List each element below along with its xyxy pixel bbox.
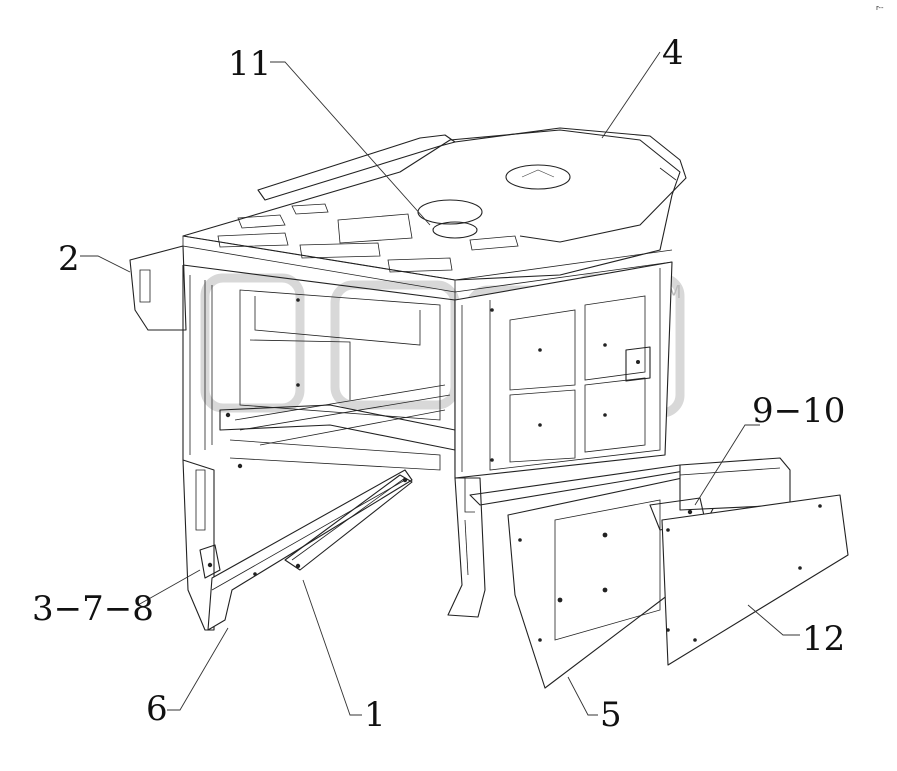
callout-1: 1 <box>364 695 386 735</box>
leader-5 <box>567 676 598 716</box>
callout-2: 2 <box>58 239 80 279</box>
leader-lines <box>80 51 800 716</box>
left-lower-door <box>207 469 413 631</box>
callout-6: 6 <box>146 689 168 729</box>
right-side-frame <box>447 261 691 618</box>
callout-11: 11 <box>228 44 271 84</box>
callout-3-7-8: 3−7−8 <box>32 589 154 629</box>
leader-2 <box>80 255 131 273</box>
gas-strut <box>284 474 413 571</box>
callout-12: 12 <box>802 619 845 659</box>
leader-3-7-8 <box>137 569 201 606</box>
callout-5: 5 <box>600 695 622 735</box>
rear-box <box>649 457 791 531</box>
leader-11 <box>270 61 431 226</box>
side-panel-12 <box>661 494 849 666</box>
callout-labels: 11 4 2 9−10 3−7−8 12 6 1 5 <box>32 33 845 735</box>
leader-4 <box>601 51 661 139</box>
corner-mark: r-- <box>876 4 884 12</box>
leader-12 <box>747 604 800 636</box>
roof-panel <box>182 127 687 300</box>
leader-1 <box>302 579 362 716</box>
leader-9-10 <box>694 424 760 506</box>
leader-6 <box>167 627 229 711</box>
callout-4: 4 <box>662 33 684 73</box>
left-frame <box>129 245 456 631</box>
callout-9-10: 9−10 <box>752 391 845 431</box>
